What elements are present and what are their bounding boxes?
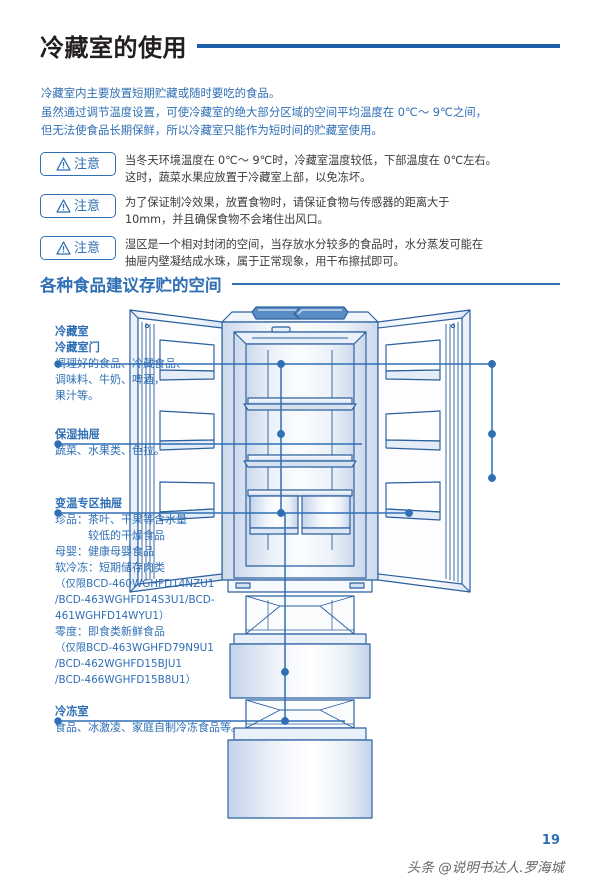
callout-humidity-drawer: 保湿抽屉 蔬菜、水果类、色拉。 — [55, 427, 165, 459]
notice-item: 注意 当冬天环境温度在 0℃～ 9℃时，冷藏室温度较低，下部温度在 0℃左右。 … — [40, 152, 570, 186]
callout-line: （仅限BCD-463WGHFD79N9U1 — [55, 642, 214, 654]
callout-line: 调味料、牛奶、啤酒， — [55, 373, 165, 386]
page-title: 冷藏室的使用 — [40, 33, 187, 62]
callout-heading: 冷冻室 — [55, 705, 89, 718]
notice-text-line: 10mm，并且确保食物不会堵住出风口。 — [125, 212, 329, 226]
callout-line: 珍品：茶叶、干果等含水量 — [55, 513, 187, 526]
callout-freezer: 冷冻室 食品、冰激凌、家庭自制冷冻食品等。 — [55, 704, 242, 736]
callout-line: （仅限BCD-460WGHFD14NZU1 — [55, 578, 215, 590]
section-heading: 各种食品建议存贮的空间 — [40, 276, 222, 295]
notice-text: 当冬天环境温度在 0℃～ 9℃时，冷藏室温度较低，下部温度在 0℃左右。 这时，… — [125, 152, 497, 186]
notice-badge: 注意 — [40, 194, 116, 218]
callout-line: 果汁等。 — [55, 389, 99, 402]
callout-line: 较低的干燥食品 — [55, 529, 165, 542]
notice-text-line: 这时，蔬菜水果应放置于冷藏室上部，以免冻坏。 — [125, 170, 372, 184]
notice-badge: 注意 — [40, 152, 116, 176]
callout-heading: 保湿抽屉 — [55, 428, 100, 441]
french-door-refrigerator-illustration — [54, 306, 496, 819]
notice-text: 湿区是一个相对封闭的空间，当存放水分较多的食品时，水分蒸发可能在 抽屉内壁凝结成… — [125, 236, 483, 270]
intro-line-2: 虽然通过调节温度设置，可使冷藏室的绝大部分区域的空间平均温度在 0℃～ 9℃之间… — [41, 104, 487, 119]
warning-triangle-icon — [56, 157, 71, 171]
callout-fridge-door: 冷藏室 冷藏室门 调理好的食品、冷藏食品、 调味料、牛奶、啤酒， 果汁等。 — [55, 324, 187, 404]
callout-line: 调理好的食品、冷藏食品、 — [55, 357, 187, 370]
notice-badge-label: 注意 — [73, 198, 100, 214]
callout-heading: 变温专区抽屉 — [55, 497, 123, 510]
notice-item: 注意 湿区是一个相对封闭的空间，当存放水分较多的食品时，水分蒸发可能在 抽屉内壁… — [40, 236, 570, 270]
notice-text-line: 湿区是一个相对封闭的空间，当存放水分较多的食品时，水分蒸发可能在 — [125, 238, 484, 251]
notice-text-line: 当冬天环境温度在 0℃～ 9℃时，冷藏室温度较低，下部温度在 0℃左右。 — [125, 154, 497, 167]
watermark: 头条 @说明书达人.罗海城 — [406, 860, 564, 876]
callout-line: 软冷冻：短期储存肉类 — [55, 561, 165, 574]
page-header: 冷藏室的使用 — [40, 28, 560, 62]
section-header: 各种食品建议存贮的空间 — [40, 271, 560, 297]
intro-line-1: 冷藏室内主要放置短期贮藏或随时要吃的食品。 — [41, 86, 281, 100]
intro-line-3: 但无法使食品长期保鲜，所以冷藏室只能作为短时间的贮藏室使用。 — [41, 123, 383, 137]
callout-line: 零度：即食类新鲜食品 — [55, 625, 165, 638]
notice-text-line: 抽屉内壁凝结成水珠，属于正常现象，用干布擦拭即可。 — [125, 254, 405, 268]
notice-text: 为了保证制冷效果，放置食物时，请保证食物与传感器的距离大于 10mm，并且确保食… — [125, 194, 449, 228]
callout-line: /BCD-462WGHFD15BJU1 — [55, 658, 183, 670]
notice-badge-label: 注意 — [73, 156, 100, 172]
title-rule — [197, 44, 560, 48]
callout-line: 461WGHFD14WYU1） — [55, 610, 170, 622]
warning-triangle-icon — [56, 241, 71, 255]
notice-badge-label: 注意 — [73, 240, 100, 256]
intro-paragraph: 冷藏室内主要放置短期贮藏或随时要吃的食品。 虽然通过调节温度设置，可使冷藏室的绝… — [41, 84, 566, 140]
callout-line: 食品、冰激凌、家庭自制冷冻食品等。 — [55, 721, 242, 734]
callout-heading: 冷藏室门 — [55, 341, 100, 354]
notice-badge: 注意 — [40, 236, 116, 260]
notice-item: 注意 为了保证制冷效果，放置食物时，请保证食物与传感器的距离大于 10mm，并且… — [40, 194, 570, 228]
callout-heading: 冷藏室 — [55, 325, 89, 338]
warning-triangle-icon — [56, 199, 71, 213]
section-rule — [231, 282, 560, 286]
page-number: 19 — [541, 833, 560, 848]
notice-text-line: 为了保证制冷效果，放置食物时，请保证食物与传感器的距离大于 — [125, 196, 450, 209]
callout-variable-temp-drawer: 变温专区抽屉 珍品：茶叶、干果等含水量 较低的干燥食品 母婴：健康母婴食品 软冷… — [55, 496, 215, 688]
storage-space-diagram: 冷藏室 冷藏室门 调理好的食品、冷藏食品、 调味料、牛奶、啤酒， 果汁等。 保湿… — [0, 300, 600, 840]
callout-line: /BCD-463WGHFD14S3U1/BCD- — [55, 594, 215, 606]
callout-line: 母婴：健康母婴食品 — [55, 545, 154, 558]
callout-line: /BCD-466WGHFD15B8U1） — [55, 674, 196, 686]
notice-list: 注意 当冬天环境温度在 0℃～ 9℃时，冷藏室温度较低，下部温度在 0℃左右。 … — [40, 152, 570, 278]
callout-line: 蔬菜、水果类、色拉。 — [55, 444, 165, 457]
